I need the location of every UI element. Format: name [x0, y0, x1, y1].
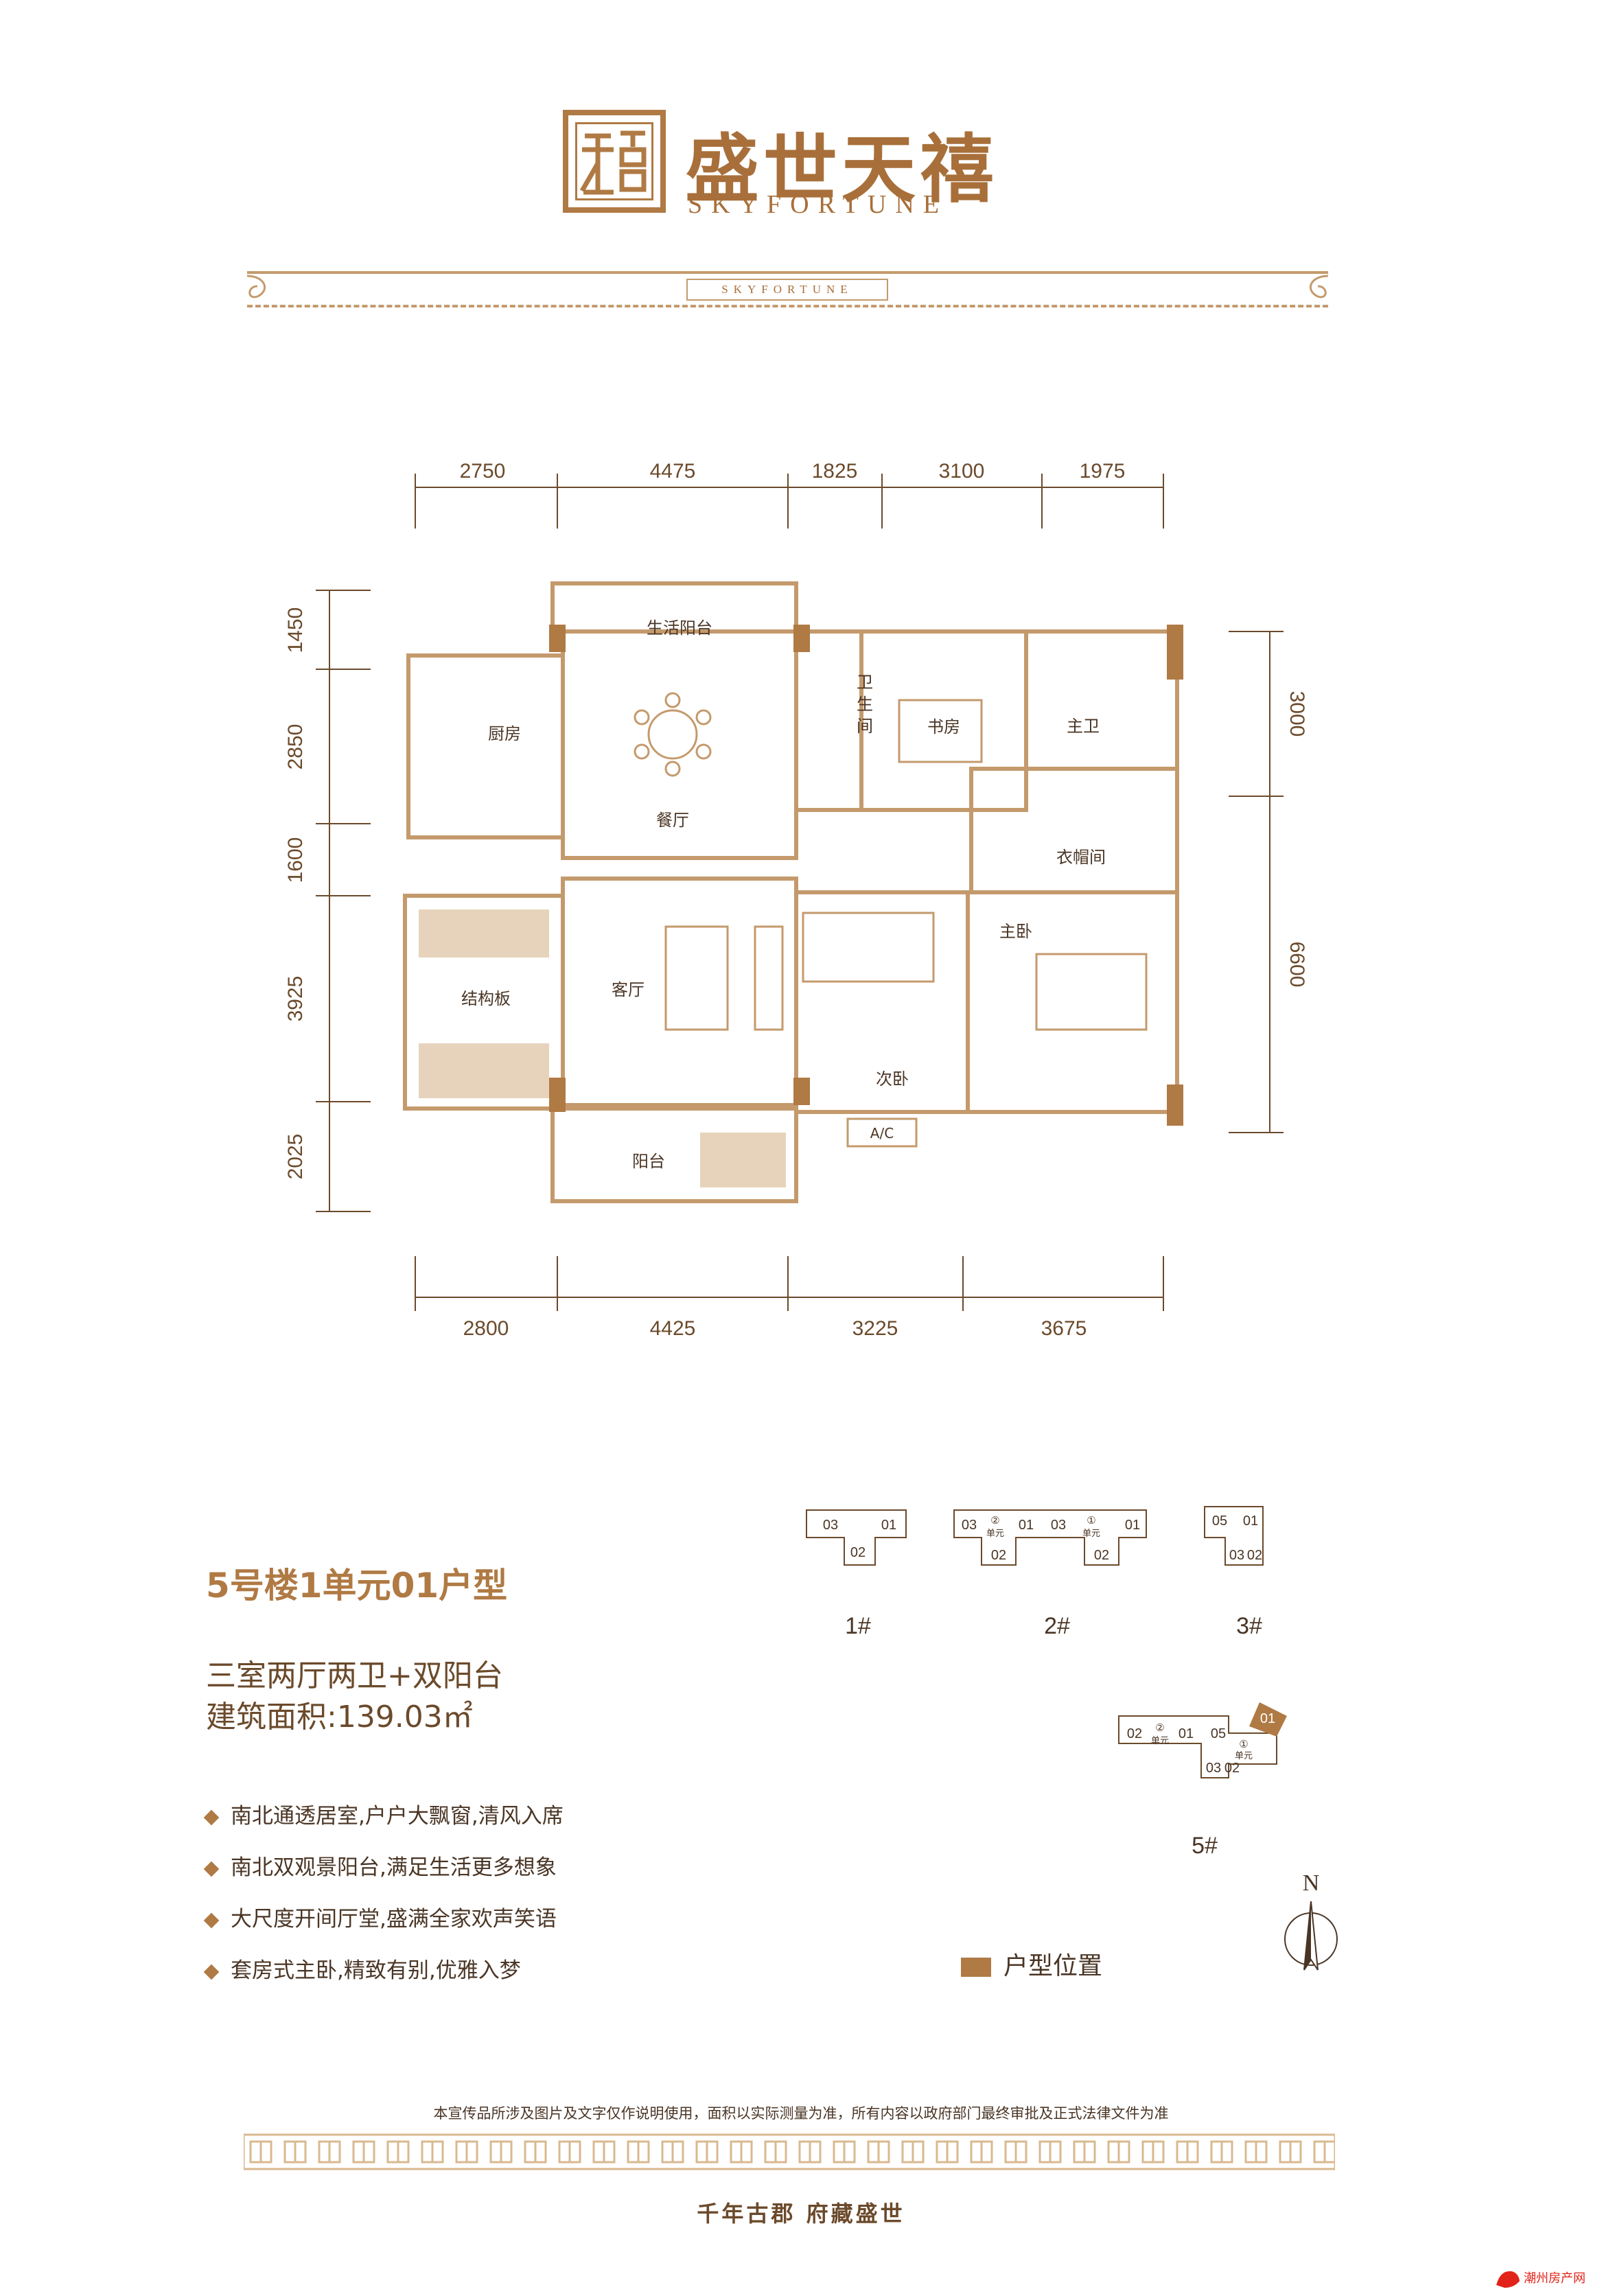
room-bathroom-c: 间 — [857, 717, 873, 736]
b5-cell: 单元 — [1151, 1735, 1169, 1746]
b2-cell: 01 — [1019, 1518, 1034, 1533]
b3-cell: 01 — [1243, 1514, 1258, 1529]
dim-top-3: 3100 — [939, 460, 985, 483]
room-walk-in-closet: 衣帽间 — [1056, 848, 1106, 867]
dim-bottom-3: 3675 — [1041, 1317, 1087, 1340]
room-living: 客厅 — [612, 980, 645, 999]
unit-area: 建筑面积:139.03㎡ — [206, 1700, 473, 1735]
feature-item: 南北双观景阳台,满足生活更多想象 — [203, 1850, 557, 1881]
dim-bottom-0: 2800 — [463, 1317, 509, 1340]
room-utility-balcony: 生活阳台 — [647, 618, 712, 638]
room-bathroom-a: 卫 — [857, 673, 873, 692]
b2-cell: 单元 — [986, 1528, 1004, 1538]
dim-top-0: 2750 — [460, 460, 506, 483]
room-master-bedroom: 主卧 — [999, 922, 1032, 941]
dim-right-1: 6600 — [1286, 942, 1308, 988]
wall-columns — [549, 625, 1183, 1126]
b5-cell: ① — [1239, 1739, 1248, 1750]
b2-cell: ① — [1087, 1515, 1095, 1527]
dim-bottom-2: 3225 — [852, 1317, 898, 1340]
room-kitchen: 厨房 — [488, 724, 521, 743]
building-label-1: 1# — [845, 1613, 871, 1639]
b5-cell: 02 — [1127, 1726, 1142, 1741]
b2-cell: 01 — [1125, 1518, 1140, 1533]
brand-name-en: SKYFORTUNE — [688, 190, 948, 219]
feature-item: 南北通透居室,户户大飘窗,清风入席 — [203, 1798, 564, 1829]
b5-cell: 02 — [1224, 1761, 1240, 1776]
room-master-bath: 主卫 — [1067, 717, 1100, 736]
ac-label: A/C — [870, 1125, 894, 1141]
building-label-5: 5# — [1192, 1833, 1218, 1859]
dim-top-2: 1825 — [812, 460, 858, 483]
room-structural-slab: 结构板 — [461, 989, 511, 1008]
b1-cell: 03 — [823, 1518, 838, 1533]
b1-cell: 02 — [850, 1545, 866, 1560]
brand-logo: 盛世天禧 SKYFORTUNE — [563, 110, 1043, 220]
site-watermark-logo: 潮州房产网 — [1496, 2271, 1586, 2288]
unit-title: 5号楼1单元01户型 — [206, 1566, 508, 1605]
room-second-bedroom: 次卧 — [876, 1069, 909, 1089]
dim-left-2: 1600 — [284, 837, 307, 883]
dimension-lines — [316, 474, 1284, 1311]
dim-left-3: 3925 — [284, 976, 307, 1022]
b5-cell: 01 — [1260, 1711, 1275, 1726]
header-badge: SKYFORTUNE — [686, 279, 888, 301]
dim-top-4: 1975 — [1080, 460, 1126, 483]
b5-cell: 03 — [1206, 1761, 1221, 1776]
legend-swatch — [961, 1958, 991, 1977]
diamond-bullet-icon — [203, 1912, 220, 1928]
b2-cell: 单元 — [1082, 1528, 1100, 1538]
diamond-bullet-icon — [203, 1809, 220, 1825]
disclaimer: 本宣传品所涉及图片及文字仅作说明使用，面积以实际测量为准，所有内容以政府部门最终… — [433, 2105, 1169, 2122]
dim-left-1: 2850 — [284, 724, 307, 770]
b5-cell: 05 — [1211, 1726, 1226, 1741]
floor-plan: 2750 4475 1825 3100 1975 2800 4425 3225 … — [284, 460, 1308, 1340]
b1-cell: 01 — [881, 1518, 896, 1533]
room-study: 书房 — [927, 717, 960, 737]
building-label-3: 3# — [1236, 1613, 1262, 1639]
dim-left-0: 1450 — [284, 607, 307, 653]
b2-cell: 03 — [962, 1518, 977, 1533]
building-label-2: 2# — [1044, 1613, 1070, 1639]
logo-seal-icon — [563, 110, 666, 213]
b3-cell: 02 — [1247, 1548, 1262, 1563]
b2-cell: 03 — [1051, 1518, 1066, 1533]
lattice-border — [244, 2133, 1335, 2170]
b5-cell: ② — [1155, 1722, 1164, 1734]
dim-left-4: 2025 — [284, 1134, 307, 1180]
room-balcony: 阳台 — [632, 1152, 665, 1171]
dim-right-0: 3000 — [1286, 691, 1308, 737]
feature-item: 套房式主卧,精致有别,优雅入梦 — [203, 1953, 521, 1984]
b3-cell: 03 — [1229, 1548, 1244, 1563]
furniture — [634, 692, 1148, 1148]
legend: 户型位置 — [961, 1946, 1102, 1982]
b2-cell: 02 — [1094, 1548, 1109, 1563]
dim-bottom-1: 4425 — [650, 1317, 696, 1340]
b3-cell: 05 — [1212, 1514, 1227, 1529]
b5-cell: 01 — [1179, 1726, 1194, 1741]
north-label: N — [1303, 1870, 1320, 1896]
brand-name-cn: 盛世天禧 — [685, 126, 999, 213]
b2-cell: 02 — [991, 1548, 1006, 1563]
motto: 千年古郡 府藏盛世 — [697, 2201, 905, 2227]
dim-top-1: 4475 — [650, 460, 696, 483]
diamond-bullet-icon — [203, 1964, 220, 1980]
unit-highlight — [1249, 1702, 1287, 1737]
north-arrow-icon: N — [1284, 1870, 1338, 1971]
ornament-left-icon — [246, 275, 266, 299]
unit-layout: 三室两厅两卫+双阳台 — [206, 1658, 503, 1693]
planters — [419, 909, 786, 1187]
feature-item: 大尺度开间厅堂,盛满全家欢声笑语 — [203, 1901, 557, 1932]
ornament-right-icon — [1309, 275, 1329, 299]
header-rule-top — [247, 271, 1328, 274]
room-bathroom-b: 生 — [857, 695, 873, 714]
walls — [403, 581, 1179, 1203]
diamond-bullet-icon — [203, 1861, 220, 1877]
room-dining: 餐厅 — [656, 811, 689, 830]
header-rule-dashed — [247, 305, 1328, 308]
b2-cell: ② — [990, 1515, 999, 1527]
watermark-text: 潮州房产网 — [1524, 2271, 1586, 2286]
site-key-plan: 03 01 02 03 ② 单元 01 03 ① 单元 01 02 02 05 … — [806, 1506, 1287, 1859]
b5-cell: 单元 — [1235, 1750, 1253, 1761]
